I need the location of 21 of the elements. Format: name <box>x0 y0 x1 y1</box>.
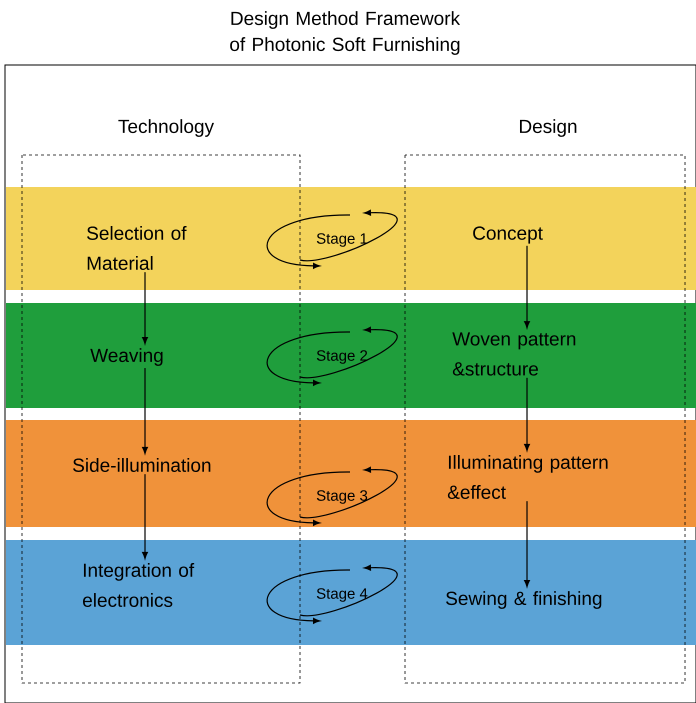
stage-label: Stage 3 <box>316 490 368 504</box>
step-text: Woven pattern &structure <box>452 332 576 376</box>
step-text: Selection of Material <box>87 226 187 270</box>
step-text: Concept <box>473 226 543 244</box>
column-heading: Technology <box>118 119 214 137</box>
column-heading: Design <box>520 119 576 137</box>
arrow <box>524 378 530 451</box>
arrow <box>142 474 148 559</box>
arrow <box>142 368 148 454</box>
arrow <box>524 501 530 588</box>
stage-label: Stage 2 <box>316 350 368 364</box>
stage-label: Stage 4 <box>316 588 368 602</box>
step-text: Side-illumination <box>73 458 210 472</box>
step-text: Illuminating pattern &effect <box>448 455 608 499</box>
title: Design Method Framework of Photonic Soft Furnishing <box>230 11 460 55</box>
step-text: Integration of electronics <box>83 563 194 607</box>
arrow <box>524 246 530 328</box>
arrow <box>142 272 148 344</box>
stage-label: Stage 1 <box>316 233 368 247</box>
step-text: Weaving <box>90 348 163 366</box>
step-text: Sewing & finishing <box>446 591 602 609</box>
